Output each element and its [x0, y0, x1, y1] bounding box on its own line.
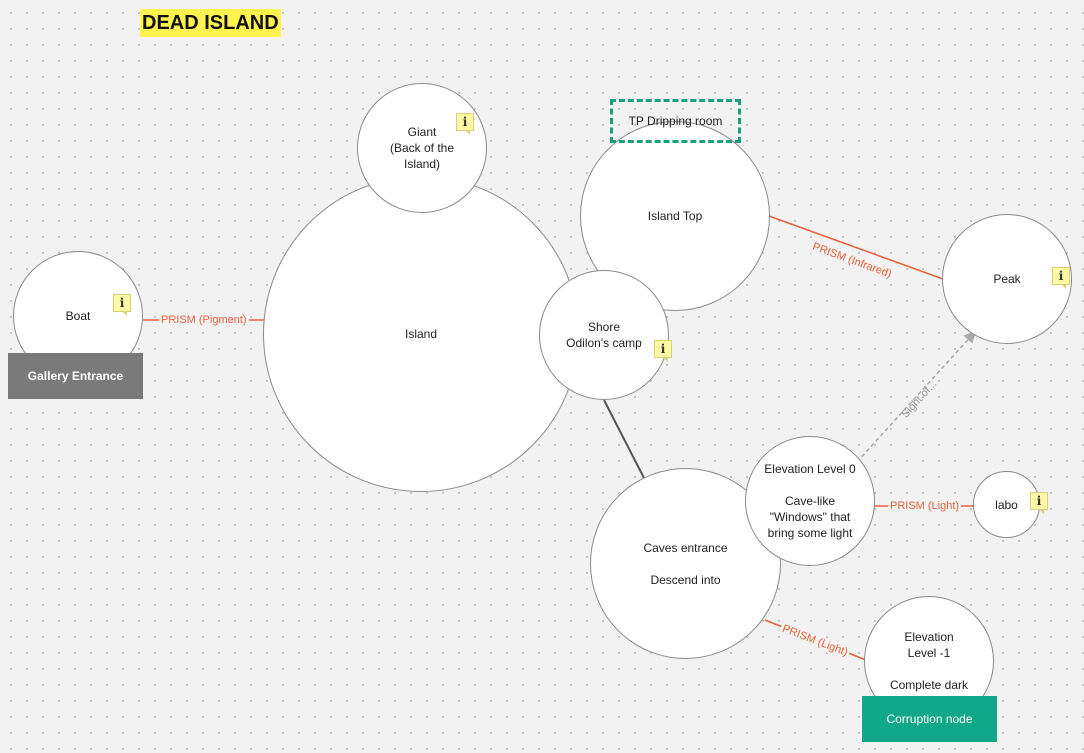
node-elevation-0[interactable]: Elevation Level 0 Cave-like "Windows" th…	[745, 436, 875, 566]
node-caves-line1: Caves entrance	[643, 540, 728, 555]
info-note-icon[interactable]: i	[654, 340, 672, 362]
node-shore[interactable]: Shore Odilon's camp	[539, 270, 669, 400]
node-elev0-line1: Elevation Level 0	[764, 462, 856, 476]
node-shore-line2: Odilon's camp	[566, 336, 642, 350]
info-note-icon[interactable]: i	[456, 113, 474, 135]
node-shore-line1: Shore	[587, 320, 621, 334]
node-peak[interactable]: Peak	[942, 214, 1072, 344]
node-elevm1-line2: Complete dark	[889, 678, 969, 692]
edge-label-sight: Sight of...	[899, 377, 940, 421]
edge-label-pigment: PRISM (Pigment)	[159, 314, 249, 327]
node-labo-label: labo	[995, 497, 1018, 512]
node-labo[interactable]: labo	[973, 471, 1040, 538]
edge-label-light-labo: PRISM (Light)	[888, 500, 962, 513]
node-island-top-label: Island Top	[647, 209, 703, 223]
corruption-node[interactable]: Corruption node	[862, 696, 997, 742]
node-giant[interactable]: Giant (Back of the Island)	[357, 83, 487, 213]
node-boat-label: Boat	[65, 309, 91, 323]
edge-shore-caves[interactable]	[603, 399, 645, 479]
node-island[interactable]: Island	[263, 176, 579, 492]
node-peak-label: Peak	[993, 272, 1021, 286]
tp-dripping-room-frame[interactable]: TP Dripping room	[610, 99, 741, 143]
node-elevm1-line1: Elevation Level -1	[904, 630, 954, 660]
node-giant-label: Giant (Back of the Island)	[389, 125, 455, 171]
node-caves-line2: Descend into	[650, 572, 721, 587]
node-island-label: Island	[404, 327, 438, 341]
node-elev0-line2: Cave-like "Windows" that bring some ligh…	[767, 494, 853, 540]
board-title: DEAD ISLAND	[140, 9, 281, 37]
edge-label-light-level: PRISM (Light)	[778, 622, 852, 661]
gallery-entrance-node[interactable]: Gallery Entrance	[8, 353, 143, 399]
info-note-icon[interactable]: i	[113, 294, 131, 316]
edge-label-infrared: PRISM (Infrared)	[808, 240, 895, 283]
info-note-icon[interactable]: i	[1052, 267, 1070, 289]
info-note-icon[interactable]: i	[1030, 492, 1048, 514]
